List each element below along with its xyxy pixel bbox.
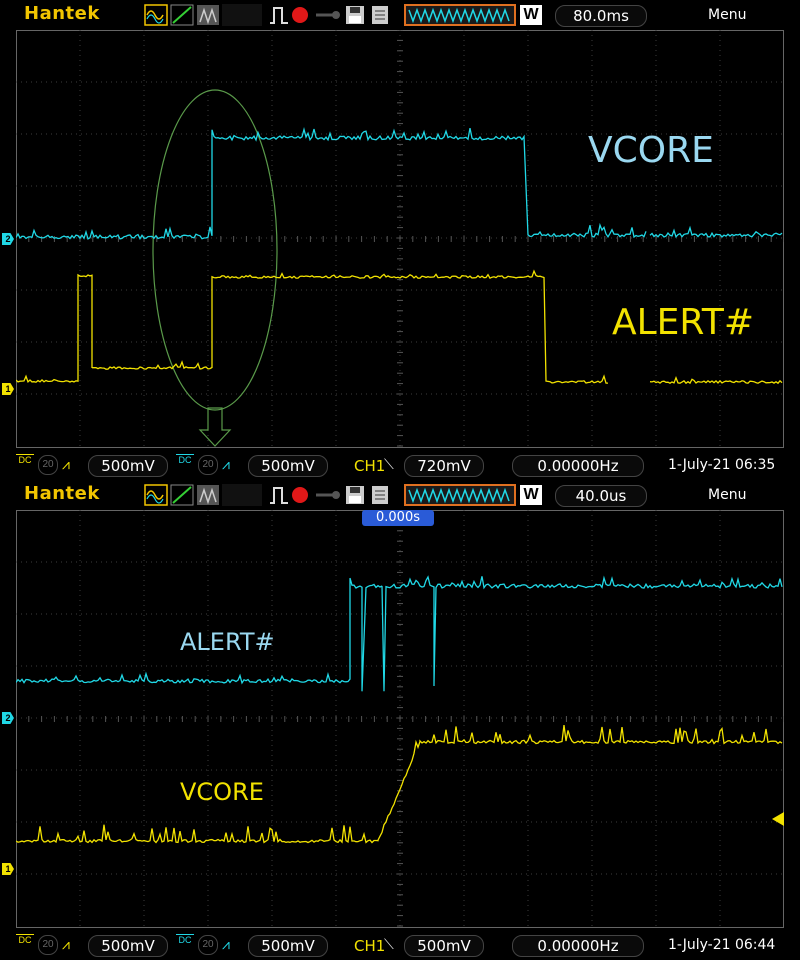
- ch1-trace: [16, 725, 783, 844]
- ch2-invert-icon: ⩘: [222, 936, 230, 952]
- w-label: W: [520, 485, 542, 505]
- ch2-trace-tail: [649, 225, 783, 239]
- ch2-coupling-dc-icon: DC: [176, 934, 194, 955]
- mode-icons[interactable]: [144, 484, 220, 506]
- trigger-edge-icon: ⟍: [384, 456, 394, 472]
- bottom-status-bar: DC 20 ⩘ 500mV DC 20 ⩘ 500mV CH1 ⟍ 500mV …: [0, 928, 800, 960]
- print-icon: [372, 6, 388, 24]
- ch2-volts-div[interactable]: 500mV: [248, 455, 328, 477]
- ch2-signal-label: ALERT#: [180, 628, 275, 656]
- ch1-bw-limit-icon: 20: [38, 935, 58, 955]
- highlight-ellipse: [152, 89, 278, 411]
- ch1-coupling-dc-icon: DC: [16, 934, 34, 955]
- key-icon: [316, 11, 340, 19]
- waveform-display[interactable]: ALERT# VCORE: [16, 510, 784, 928]
- waveform-mode-icon: [144, 484, 168, 506]
- key-icon: [316, 491, 340, 499]
- run-icons[interactable]: [268, 4, 402, 26]
- ch1-trace-tail: [649, 376, 783, 385]
- waveform-display[interactable]: VCORE ALERT#: [16, 30, 784, 448]
- brand-logo: Hantek: [24, 3, 100, 24]
- ch2-volts-div[interactable]: 500mV: [248, 935, 328, 957]
- trigger-level[interactable]: 500mV: [404, 935, 484, 957]
- ch1-signal-label: ALERT#: [612, 302, 754, 343]
- ch2-signal-label: VCORE: [588, 130, 714, 171]
- ch1-bw-limit-icon: 20: [38, 455, 58, 475]
- single-shot-icon: [270, 487, 288, 504]
- bottom-status-bar: DC 20 ⩘ 500mV DC 20 ⩘ 500mV CH1 ⟍ 720mV …: [0, 448, 800, 480]
- persist-icon: [197, 5, 219, 25]
- frequency-readout: 0.00000Hz: [512, 935, 644, 957]
- scope-panel-1: Hantek W 80.0ms Menu VCORE ALE: [0, 0, 800, 480]
- ch1-signal-label: VCORE: [180, 778, 264, 806]
- top-toolbar: Hantek W 80.0ms Menu: [0, 0, 800, 30]
- persist-icon: [197, 485, 219, 505]
- scope-grid-2: [16, 510, 784, 928]
- top-toolbar: Hantek W 40.0us Menu: [0, 480, 800, 510]
- ch1-coupling-dc-icon: DC: [16, 454, 34, 475]
- ch1-invert-icon: ⩘: [62, 936, 70, 952]
- trigger-level[interactable]: 720mV: [404, 455, 484, 477]
- ch1-invert-icon: ⩘: [62, 456, 70, 472]
- ch1-volts-div[interactable]: 500mV: [88, 935, 168, 957]
- trigger-position-tag[interactable]: 0.000s: [362, 510, 434, 526]
- trigger-waveform-icon[interactable]: [404, 4, 516, 26]
- single-shot-icon: [270, 7, 288, 24]
- waveform-mode-icon: [144, 4, 168, 26]
- save-icon: [346, 486, 364, 504]
- scope-grid-1: [16, 30, 784, 448]
- ch2-bw-limit-icon: 20: [198, 455, 218, 475]
- ch2-ground-marker[interactable]: 2: [2, 233, 14, 245]
- run-icons[interactable]: [268, 484, 402, 506]
- ch1-ground-marker[interactable]: 1: [2, 863, 14, 875]
- scope-panel-2: Hantek W 40.0us Menu ALERT# VCORE: [0, 480, 800, 960]
- frequency-readout: 0.00000Hz: [512, 455, 644, 477]
- blank-slot: [222, 484, 262, 506]
- timebase-readout[interactable]: 80.0ms: [555, 5, 647, 27]
- menu-button[interactable]: Menu: [708, 487, 747, 503]
- record-icon: [292, 487, 308, 503]
- ch2-trace: [16, 575, 783, 692]
- print-icon: [372, 486, 388, 504]
- menu-button[interactable]: Menu: [708, 7, 747, 23]
- record-icon: [292, 7, 308, 23]
- down-arrow-icon: [198, 407, 232, 447]
- ch2-invert-icon: ⩘: [222, 456, 230, 472]
- ch2-bw-limit-icon: 20: [198, 935, 218, 955]
- ch2-ground-marker[interactable]: 2: [2, 712, 14, 724]
- ch1-volts-div[interactable]: 500mV: [88, 455, 168, 477]
- ramp-icon: [170, 484, 194, 506]
- trigger-waveform-icon[interactable]: [404, 484, 516, 506]
- ramp-icon: [170, 4, 194, 26]
- w-label: W: [520, 5, 542, 25]
- save-icon: [346, 6, 364, 24]
- blank-slot: [222, 4, 262, 26]
- ch1-trace: [16, 269, 608, 384]
- timestamp: 1-July-21 06:35: [668, 457, 776, 473]
- brand-logo: Hantek: [24, 483, 100, 504]
- trigger-source[interactable]: CH1: [354, 937, 386, 955]
- mode-icons[interactable]: [144, 4, 220, 26]
- timebase-readout[interactable]: 40.0us: [555, 485, 647, 507]
- trigger-source[interactable]: CH1: [354, 457, 386, 475]
- timestamp: 1-July-21 06:44: [668, 937, 776, 953]
- ch1-ground-marker[interactable]: 1: [2, 383, 14, 395]
- ch2-trace: [16, 126, 647, 240]
- trigger-edge-icon: ⟍: [384, 936, 394, 952]
- ch2-coupling-dc-icon: DC: [176, 454, 194, 475]
